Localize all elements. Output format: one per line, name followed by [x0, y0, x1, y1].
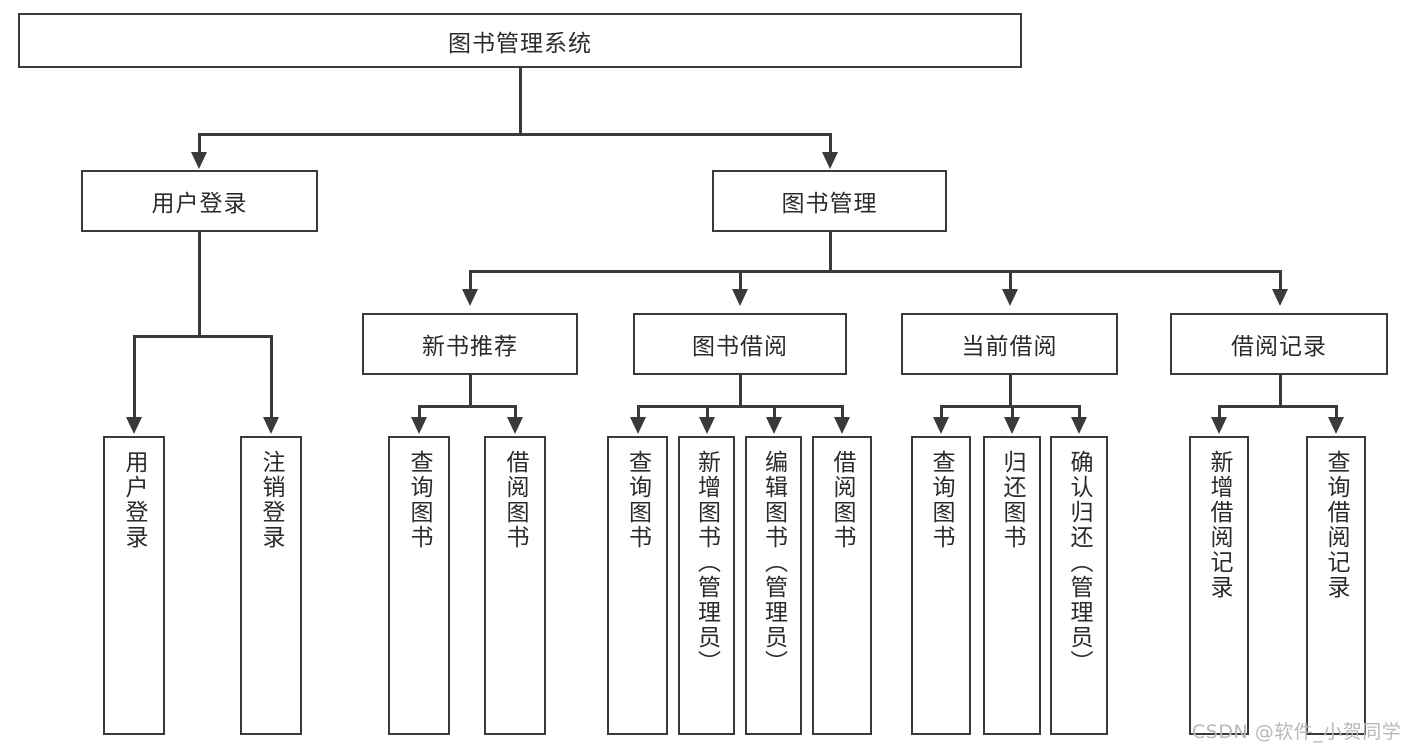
- node-label: 查询图书: [624, 450, 651, 550]
- edge-borrow-stem: [739, 375, 742, 407]
- edge-record-to-leaf-1: [1218, 405, 1221, 420]
- node-borrow-record[interactable]: 借阅记录: [1170, 313, 1388, 375]
- node-label: 查询图书: [928, 450, 955, 550]
- leaf-query-book-borrow[interactable]: 查询图书: [607, 436, 668, 735]
- edge-root-to-user-login: [198, 133, 201, 155]
- edge-borrow-to-leaf-3: [773, 405, 776, 420]
- leaf-query-book-recommend[interactable]: 查询图书: [388, 436, 450, 735]
- edge-current-bus: [941, 405, 1080, 408]
- edge-new-book-bus: [419, 405, 517, 408]
- edge-current-to-leaf-2: [1011, 405, 1014, 420]
- node-label: 用户登录: [121, 450, 148, 550]
- arrowhead-user-login-to-leaf-2: [263, 417, 279, 434]
- arrowhead-borrow-to-leaf-2: [699, 417, 715, 434]
- arrowhead-record-to-leaf-2: [1328, 417, 1344, 434]
- edge-current-to-leaf-1: [940, 405, 943, 420]
- arrowhead-record-to-leaf-1: [1211, 417, 1227, 434]
- arrowhead-current-to-leaf-1: [933, 417, 949, 434]
- edge-book-mgmt-to-borrow: [739, 270, 742, 292]
- edge-new-book-stem: [469, 375, 472, 407]
- arrowhead-root-to-book-mgmt: [822, 152, 838, 169]
- arrowhead-new-book-to-leaf-1: [411, 417, 427, 434]
- node-label: 用户登录: [151, 191, 248, 217]
- node-label: 图书管理: [781, 191, 878, 217]
- node-user-login[interactable]: 用户登录: [81, 170, 318, 232]
- arrowhead-borrow-to-leaf-1: [630, 417, 646, 434]
- arrowhead-borrow-to-leaf-4: [834, 417, 850, 434]
- edge-new-book-to-leaf-1: [418, 405, 421, 420]
- node-label: 注销登录: [258, 450, 285, 550]
- leaf-query-borrow-record[interactable]: 查询借阅记录: [1306, 436, 1366, 735]
- arrowhead-book-mgmt-to-borrow: [732, 289, 748, 306]
- edge-book-mgmt-to-current: [1009, 270, 1012, 292]
- edge-user-login-bus: [134, 335, 272, 338]
- leaf-edit-book-admin[interactable]: 编辑图书（管理员）: [745, 436, 802, 735]
- node-label: 借阅图书: [829, 450, 856, 550]
- leaf-borrow-book-recommend[interactable]: 借阅图书: [484, 436, 546, 735]
- edge-borrow-to-leaf-2: [706, 405, 709, 420]
- edge-record-stem: [1279, 375, 1282, 407]
- edge-current-stem: [1009, 375, 1012, 407]
- arrowhead-root-to-user-login: [191, 152, 207, 169]
- leaf-query-book-current[interactable]: 查询图书: [911, 436, 971, 735]
- node-new-book-recommend[interactable]: 新书推荐: [362, 313, 578, 375]
- arrowhead-book-mgmt-to-new-book: [462, 289, 478, 306]
- arrowhead-book-mgmt-to-current: [1002, 289, 1018, 306]
- arrowhead-current-to-leaf-3: [1071, 417, 1087, 434]
- edge-book-mgmt-to-new-book: [469, 270, 472, 292]
- node-label: 借阅图书: [502, 450, 529, 550]
- leaf-add-borrow-record[interactable]: 新增借阅记录: [1189, 436, 1249, 735]
- edge-current-to-leaf-3: [1078, 405, 1081, 420]
- edge-record-to-leaf-2: [1335, 405, 1338, 420]
- edge-user-login-to-leaf-2: [270, 335, 273, 420]
- node-label: 确认归还（管理员）: [1066, 450, 1093, 675]
- arrowhead-new-book-to-leaf-2: [507, 417, 523, 434]
- edge-user-login-stem: [198, 232, 201, 337]
- arrowhead-current-to-leaf-2: [1004, 417, 1020, 434]
- edge-borrow-to-leaf-1: [637, 405, 640, 420]
- leaf-add-book-admin[interactable]: 新增图书（管理员）: [678, 436, 735, 735]
- edge-record-bus: [1219, 405, 1337, 408]
- leaf-user-login[interactable]: 用户登录: [103, 436, 165, 735]
- edge-root-bus: [199, 133, 831, 136]
- leaf-logout[interactable]: 注销登录: [240, 436, 302, 735]
- node-label: 图书管理系统: [448, 30, 592, 57]
- node-label: 新增图书（管理员）: [693, 450, 720, 675]
- edge-book-mgmt-bus: [470, 270, 1280, 273]
- leaf-confirm-return-admin[interactable]: 确认归还（管理员）: [1050, 436, 1108, 735]
- node-label: 编辑图书（管理员）: [760, 450, 787, 675]
- arrowhead-borrow-to-leaf-3: [766, 417, 782, 434]
- node-book-borrow[interactable]: 图书借阅: [633, 313, 847, 375]
- edge-user-login-to-leaf-1: [133, 335, 136, 420]
- leaf-borrow-book[interactable]: 借阅图书: [812, 436, 872, 735]
- edge-new-book-to-leaf-2: [514, 405, 517, 420]
- node-book-management[interactable]: 图书管理: [712, 170, 947, 232]
- node-label: 当前借阅: [961, 334, 1058, 360]
- node-label: 借阅记录: [1231, 334, 1327, 360]
- edge-borrow-to-leaf-4: [841, 405, 844, 420]
- node-label: 新增借阅记录: [1206, 450, 1233, 600]
- arrowhead-book-mgmt-to-record: [1272, 289, 1288, 306]
- node-label: 归还图书: [999, 450, 1026, 550]
- arrowhead-user-login-to-leaf-1: [126, 417, 142, 434]
- node-label: 新书推荐: [422, 334, 518, 360]
- leaf-return-book[interactable]: 归还图书: [983, 436, 1041, 735]
- edge-book-mgmt-stem: [829, 232, 832, 272]
- node-label: 查询图书: [406, 450, 433, 550]
- node-root-system[interactable]: 图书管理系统: [18, 13, 1022, 68]
- edge-book-mgmt-to-record: [1279, 270, 1282, 292]
- node-label: 查询借阅记录: [1323, 450, 1350, 600]
- node-current-borrow[interactable]: 当前借阅: [901, 313, 1118, 375]
- node-label: 图书借阅: [692, 334, 788, 360]
- edge-borrow-bus: [638, 405, 844, 408]
- edge-root-to-book-mgmt: [829, 133, 832, 155]
- edge-root-stem: [519, 68, 522, 135]
